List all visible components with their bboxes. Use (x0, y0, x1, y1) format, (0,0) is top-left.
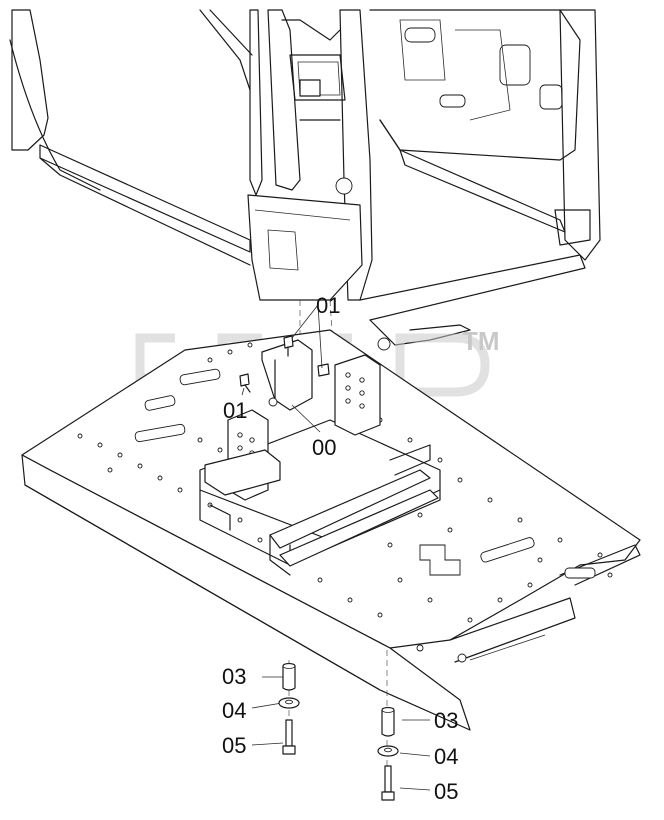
bolt-05-right (381, 765, 395, 801)
spacer-03-left (282, 662, 296, 691)
fastener-stack-left (278, 662, 300, 755)
washer-04-right (377, 745, 399, 757)
bolt-05-left (282, 719, 296, 755)
callout-01-top: 01 (316, 293, 340, 318)
fastener-stack-right (377, 706, 399, 801)
watermark-tm: TM (462, 326, 500, 356)
callout-05-right: 05 (434, 779, 458, 804)
washer-04-left (278, 697, 300, 709)
bolt-01-top (283, 335, 294, 357)
bolt-01-left (239, 373, 251, 393)
callout-05-left: 05 (222, 733, 246, 758)
bolt-01-right (317, 363, 330, 377)
callout-00: 00 (312, 435, 336, 460)
callout-labels: 01 01 00 03 04 05 03 04 05 (222, 293, 458, 804)
seat-bracket-assembly (199, 335, 441, 576)
callout-03-left: 03 (222, 664, 246, 689)
callout-01-left: 01 (223, 398, 247, 423)
callout-04-left: 04 (222, 698, 246, 723)
callout-03-right: 03 (434, 708, 458, 733)
spacer-03-right (381, 706, 395, 737)
cab-frame (9, 9, 601, 381)
plate-holes (77, 342, 613, 623)
callout-04-right: 04 (434, 744, 458, 769)
